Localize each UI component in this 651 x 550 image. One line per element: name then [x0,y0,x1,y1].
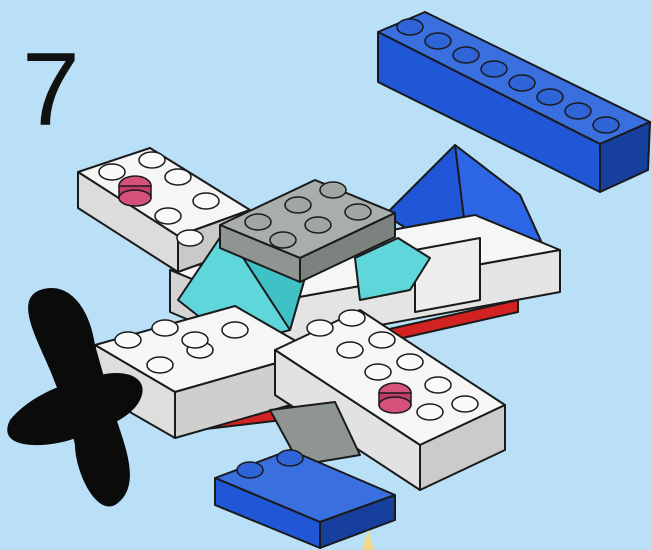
stud-icon [593,117,619,133]
stud-icon [481,61,507,77]
pink-stud [379,383,411,413]
stud-icon [537,89,563,105]
propeller-icon [7,288,142,506]
tail-wing-blue-brick [378,12,650,192]
stud-icon [509,75,535,91]
stud-icon [453,47,479,63]
stud-icon [565,103,591,119]
pink-stud [119,176,151,206]
rear-white-brick [415,238,480,312]
stud-icon [425,33,451,49]
stud-icon [397,19,423,35]
arrow-hint-icon [362,530,374,550]
